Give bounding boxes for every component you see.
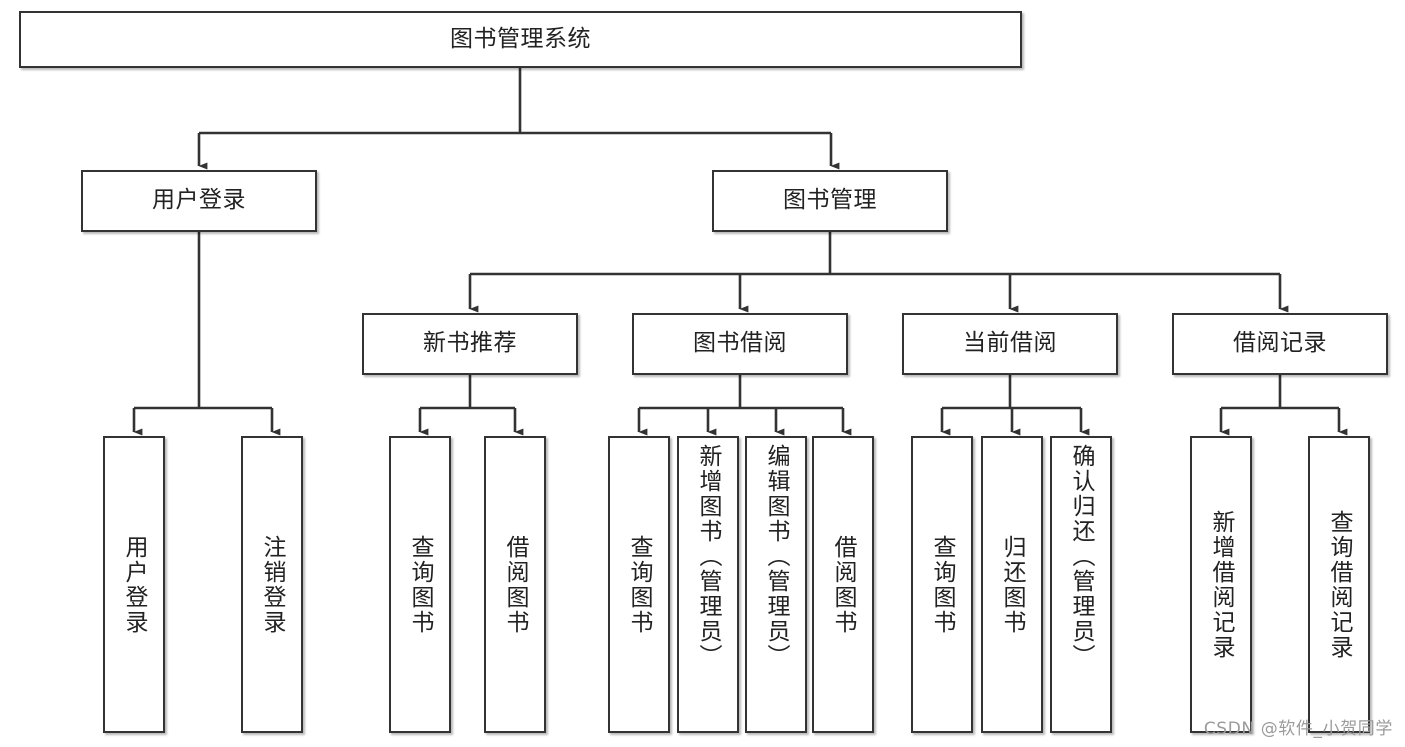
node-leaf-query-book-3[interactable]: 查询图书	[911, 436, 973, 733]
node-leaf-query-book-2[interactable]: 查询图书	[608, 436, 670, 733]
node-root-label: 图书管理系统	[450, 25, 591, 52]
node-leaf-borrow-book-2[interactable]: 借阅图书	[812, 436, 874, 733]
node-leaf-confirm-return-admin-label: 确认归还（管理员）	[1068, 444, 1095, 669]
node-leaf-query-book-2-label: 查询图书	[626, 534, 653, 635]
node-user-login-label: 用户登录	[152, 187, 246, 214]
node-borrow-record[interactable]: 借阅记录	[1172, 313, 1388, 375]
node-leaf-query-book-1-label: 查询图书	[407, 534, 434, 635]
node-leaf-return-book[interactable]: 归还图书	[981, 436, 1043, 733]
node-leaf-query-book-1[interactable]: 查询图书	[389, 436, 451, 733]
node-book-manage-label: 图书管理	[783, 187, 877, 214]
node-leaf-add-book-admin-label: 新增图书（管理员）	[695, 444, 722, 669]
node-leaf-logout[interactable]: 注销登录	[241, 436, 303, 733]
node-new-book-recommend[interactable]: 新书推荐	[362, 313, 578, 375]
node-leaf-borrow-book-2-label: 借阅图书	[830, 534, 857, 635]
node-leaf-borrow-book-1[interactable]: 借阅图书	[484, 436, 546, 733]
node-leaf-add-book-admin[interactable]: 新增图书（管理员）	[677, 436, 739, 733]
node-leaf-edit-book-admin-label: 编辑图书（管理员）	[763, 444, 790, 669]
node-book-manage[interactable]: 图书管理	[712, 170, 948, 232]
node-leaf-logout-label: 注销登录	[259, 534, 286, 635]
node-new-book-recommend-label: 新书推荐	[423, 330, 517, 357]
node-leaf-user-login[interactable]: 用户登录	[103, 436, 165, 733]
node-book-borrow[interactable]: 图书借阅	[632, 313, 848, 375]
node-leaf-query-book-3-label: 查询图书	[929, 534, 956, 635]
node-current-borrow[interactable]: 当前借阅	[902, 313, 1118, 375]
watermark-text: CSDN @软件_小贺同学	[1203, 719, 1393, 739]
node-leaf-query-borrow-record-label: 查询借阅记录	[1326, 509, 1353, 660]
node-leaf-add-borrow-record[interactable]: 新增借阅记录	[1190, 436, 1252, 733]
node-leaf-add-borrow-record-label: 新增借阅记录	[1208, 509, 1235, 660]
node-leaf-borrow-book-1-label: 借阅图书	[502, 534, 529, 635]
node-leaf-return-book-label: 归还图书	[999, 534, 1026, 635]
node-leaf-confirm-return-admin[interactable]: 确认归还（管理员）	[1050, 436, 1112, 733]
node-root[interactable]: 图书管理系统	[19, 11, 1022, 68]
node-borrow-record-label: 借阅记录	[1233, 330, 1327, 357]
node-book-borrow-label: 图书借阅	[693, 330, 787, 357]
node-leaf-query-borrow-record[interactable]: 查询借阅记录	[1308, 436, 1370, 733]
node-leaf-edit-book-admin[interactable]: 编辑图书（管理员）	[745, 436, 807, 733]
node-user-login[interactable]: 用户登录	[81, 170, 317, 232]
node-current-borrow-label: 当前借阅	[963, 330, 1057, 357]
node-leaf-user-login-label: 用户登录	[121, 534, 148, 635]
